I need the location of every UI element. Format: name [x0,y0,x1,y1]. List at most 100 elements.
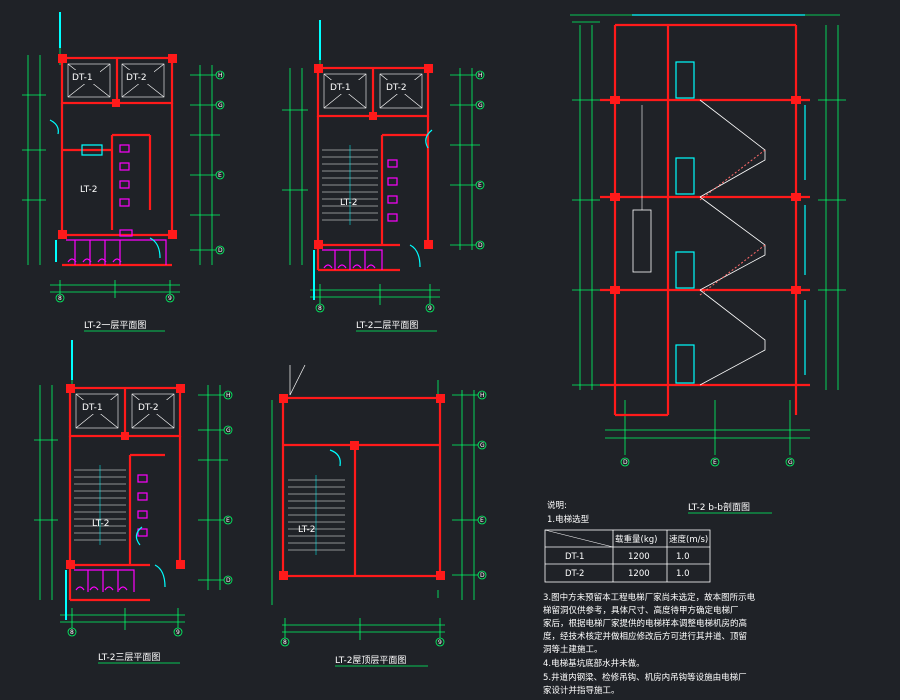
plan-4-axis-bubbles: H G E D 8 9 [280,390,487,647]
plan-2-fixtures [322,159,398,270]
svg-text:H: H [478,72,483,79]
svg-text:G: G [218,102,223,109]
svg-text:G: G [480,442,485,449]
plan-4-columns [279,394,445,580]
table-row-1-name: DT-1 [565,552,584,562]
table-header-speed: 速度(m/s) [669,534,708,545]
plan-3-walls [68,386,182,602]
svg-text:D: D [480,572,485,579]
plan-3-core-label: LT-2 [92,519,109,529]
notes-item-5-line-2: 家设计并指导施工。 [543,685,620,696]
plan-3-floor-plan: H G E D 8 9 DT-1 DT [34,340,233,664]
table-header-load: 载重量(kg) [615,534,657,545]
plan-2-windows-doors [313,20,433,300]
plan-1-elevator-dt2-label: DT-2 [126,73,147,83]
plan-1-windows-doors [49,12,161,262]
plan-3-columns [66,384,185,569]
section-slab-ends [610,96,801,294]
svg-text:E: E [480,517,484,524]
notes-block: 说明: 1.电梯选型 载重量(kg) 速度(m/s) DT-1 1200 1.0… [543,500,756,696]
plan-2-title: LT-2二层平面图 [356,320,418,331]
plan-3-dimensions [34,340,228,630]
svg-text:H: H [480,392,485,399]
svg-text:9: 9 [176,629,180,636]
plan-2-stair-treads [322,145,378,225]
svg-text:D: D [226,577,231,584]
plan-2-walls [316,66,430,272]
svg-text:E: E [218,172,222,179]
svg-text:G: G [226,427,231,434]
svg-text:E: E [226,517,230,524]
plan-2-columns [314,64,433,249]
elevator-spec-table: 载重量(kg) 速度(m/s) DT-1 1200 1.0 DT-2 1200 … [544,529,711,583]
plan-3-stair-treads [74,465,126,545]
notes-item-3-line-1: 3.图中方未预留本工程电梯厂家尚未选定，故本图所示电 [543,592,756,603]
notes-item-3-line-2: 梯留洞仅供参考，具体尺寸、高度待甲方确定电梯厂 [543,605,739,616]
svg-text:H: H [218,72,223,79]
plan-4-windows-doors [289,364,341,467]
plan-2-elevator-cars [323,73,423,109]
table-row-1-load: 1200 [628,552,650,562]
section-bb-drawing: D E G [570,14,846,514]
section-stair-flights [699,99,766,386]
notes-heading: 说明: [547,500,567,511]
notes-item-5-line-1: 5.井道内钢梁、检修吊钩、机房内吊钩等设施由电梯厂 [543,672,747,683]
svg-text:9: 9 [168,295,172,302]
section-elevator-car [632,209,652,273]
plan-2-elevator-dt2-label: DT-2 [386,83,407,93]
section-stair-cut [699,149,766,296]
section-walls-slabs [600,23,810,417]
table-row-2-load: 1200 [628,569,650,579]
plan-2-elevator-dt1-label: DT-1 [330,83,351,93]
plan-1-axis-bubbles: H G E D 8 9 [55,70,225,303]
svg-text:D: D [478,242,483,249]
plan-1-columns [58,54,177,239]
plan-4-title: LT-2屋顶层平面图 [335,655,406,666]
plan-3-title: LT-2三层平面图 [98,652,160,663]
plan-1-fixtures [66,144,167,265]
plan-3-windows-doors [65,340,166,620]
plan-3-elevator-dt2-label: DT-2 [138,403,159,413]
plan-1-title: LT-2一层平面图 [84,320,146,331]
svg-text:8: 8 [318,305,322,312]
plan-4-stair-treads [288,475,345,555]
notes-item-4: 4.电梯基坑底部水井未做。 [543,658,645,669]
plan-1-core-label: LT-2 [80,185,97,195]
svg-text:G: G [788,459,793,466]
table-row-2-speed: 1.0 [676,569,690,579]
plan-2-floor-plan: H G E D 8 9 DT-1 DT [282,20,485,332]
plan-2-core-label: LT-2 [340,198,357,208]
plan-1-floor-plan: H G E D 8 9 [22,12,225,332]
svg-text:8: 8 [283,639,287,646]
plan-3-elevator-dt1-label: DT-1 [82,403,103,413]
svg-text:G: G [478,102,483,109]
svg-text:E: E [713,459,717,466]
section-axis-bubbles: D E G [620,457,795,467]
svg-text:9: 9 [428,305,432,312]
section-doors-windows [632,14,806,384]
plan-2-axis-bubbles: H G E D 8 9 [315,70,485,313]
notes-item-1: 1.电梯选型 [547,514,590,525]
table-row-2-name: DT-2 [565,569,584,579]
plan-1-dimensions [22,12,220,298]
section-title: LT-2 b-b剖面图 [688,501,750,513]
plan-4-dimensions [271,380,482,640]
svg-text:D: D [623,459,628,466]
plan-4-roof-plan: H G E D 8 9 LT-2 [271,364,487,667]
svg-text:E: E [478,182,482,189]
plan-3-fixtures [74,474,148,592]
plan-4-core-label: LT-2 [298,525,315,535]
plan-4-walls [281,396,442,578]
table-row-1-speed: 1.0 [676,552,690,562]
svg-text:D: D [218,247,223,254]
plan-3-axis-bubbles: H G E D 8 9 [67,390,233,637]
notes-item-3-line-5: 洞等土建施工。 [543,644,603,655]
svg-text:9: 9 [438,639,442,646]
notes-item-3-line-4: 度，经技术核定并做相应修改后方可进行其井道、顶留 [543,631,747,642]
svg-text:8: 8 [58,295,62,302]
svg-text:H: H [226,392,231,399]
plan-1-elevator-dt1-label: DT-1 [72,73,93,83]
notes-item-3-line-3: 家后，根据电梯厂家提供的电梯样本调整电梯机房的高 [543,618,747,629]
svg-text:8: 8 [70,629,74,636]
